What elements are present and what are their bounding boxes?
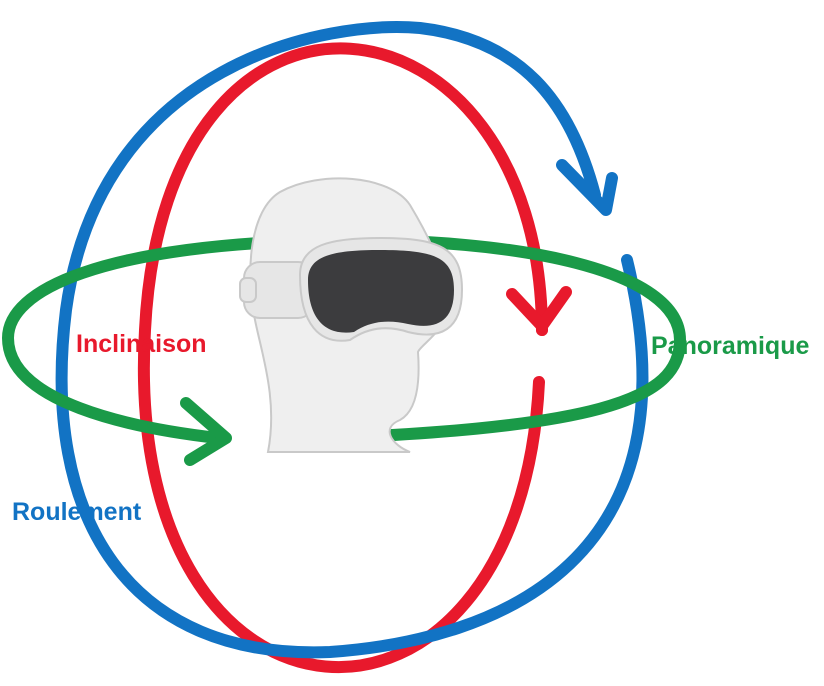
roll-label: Roulement — [12, 498, 142, 526]
yaw-label: Panoramique — [651, 332, 810, 360]
pitch-arrowhead — [506, 286, 572, 332]
headset-strap-knob — [239, 277, 257, 303]
head-with-vision-headset-icon — [239, 177, 464, 453]
roll-arrowhead — [556, 159, 618, 216]
pitch-label: Inclinaison — [76, 330, 207, 358]
yaw-arrowhead — [180, 397, 232, 466]
headset-visor — [308, 250, 454, 333]
